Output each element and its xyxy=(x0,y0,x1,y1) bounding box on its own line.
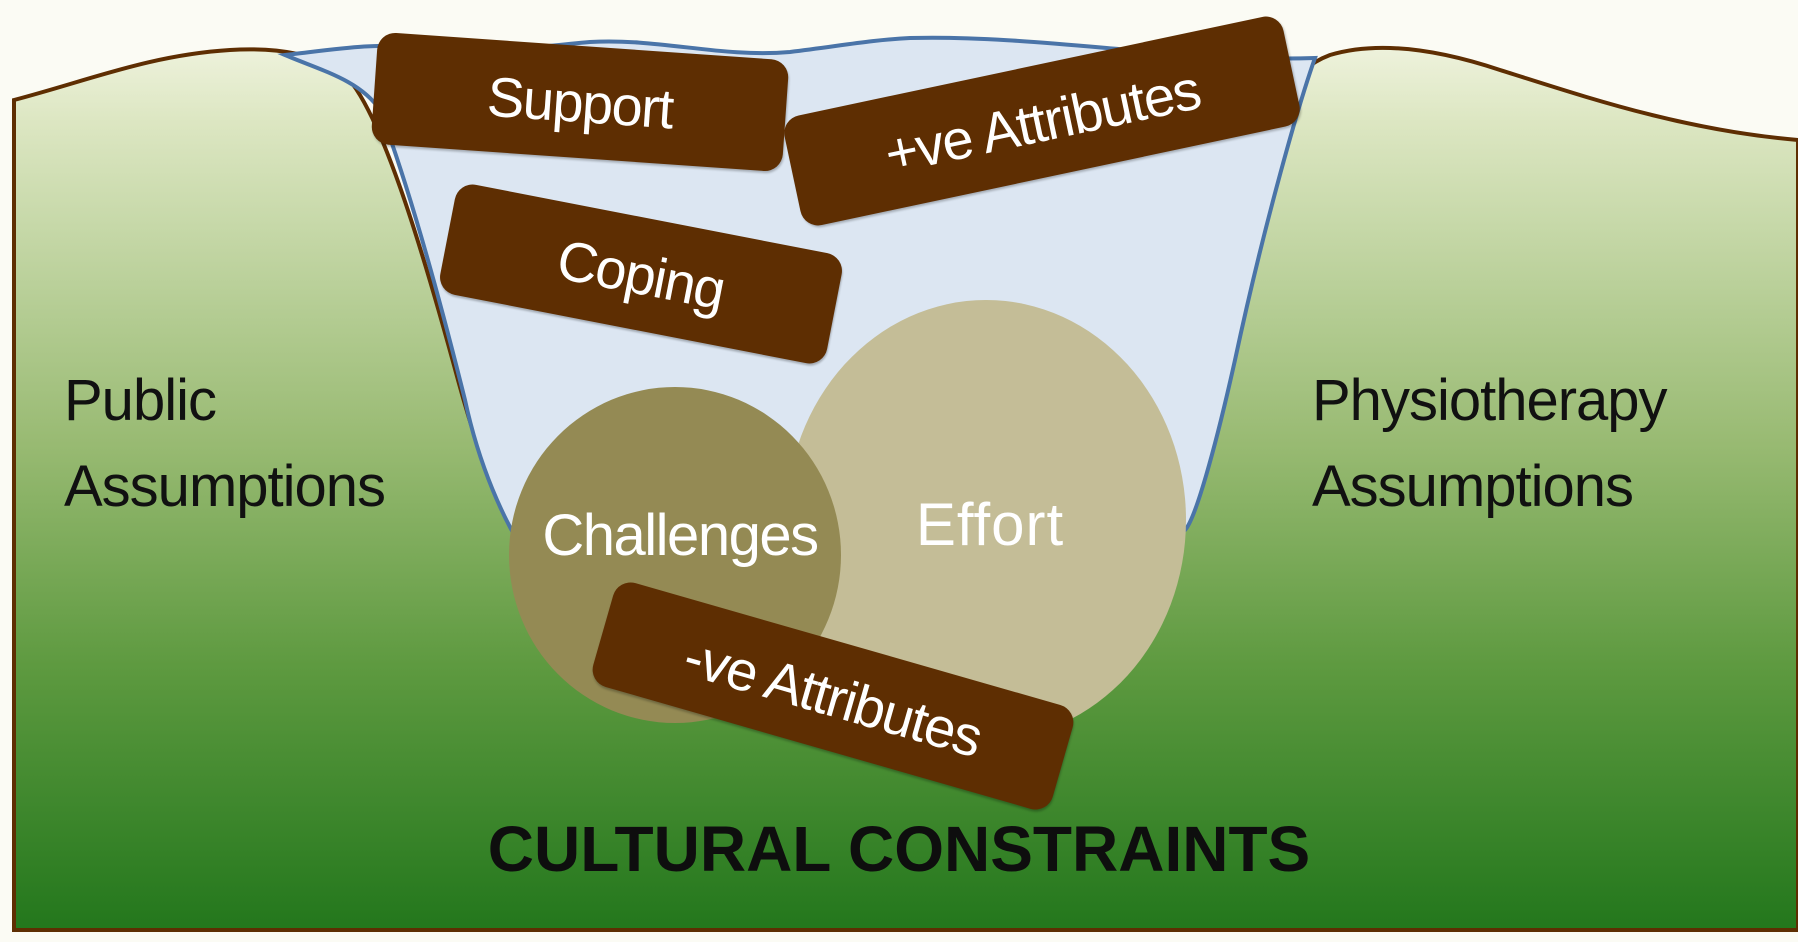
cultural-constraints-label: CULTURAL CONSTRAINTS xyxy=(487,813,1311,885)
public-assumptions-line-1: Public xyxy=(64,368,217,433)
effort-circle xyxy=(786,300,1186,740)
coping-tag-label: Coping xyxy=(552,227,730,321)
physiotherapy-assumptions-line-1: Physiotherapy xyxy=(1312,368,1668,433)
challenges-label: Challenges xyxy=(542,503,819,568)
support-tag-label: Support xyxy=(485,64,675,140)
effort-label: Effort xyxy=(915,491,1065,558)
physiotherapy-assumptions-label: Physiotherapy Assumptions xyxy=(1312,358,1668,530)
public-assumptions-label: Public Assumptions xyxy=(64,358,386,530)
physiotherapy-assumptions-line-2: Assumptions xyxy=(1312,454,1634,519)
public-assumptions-line-2: Assumptions xyxy=(64,454,386,519)
